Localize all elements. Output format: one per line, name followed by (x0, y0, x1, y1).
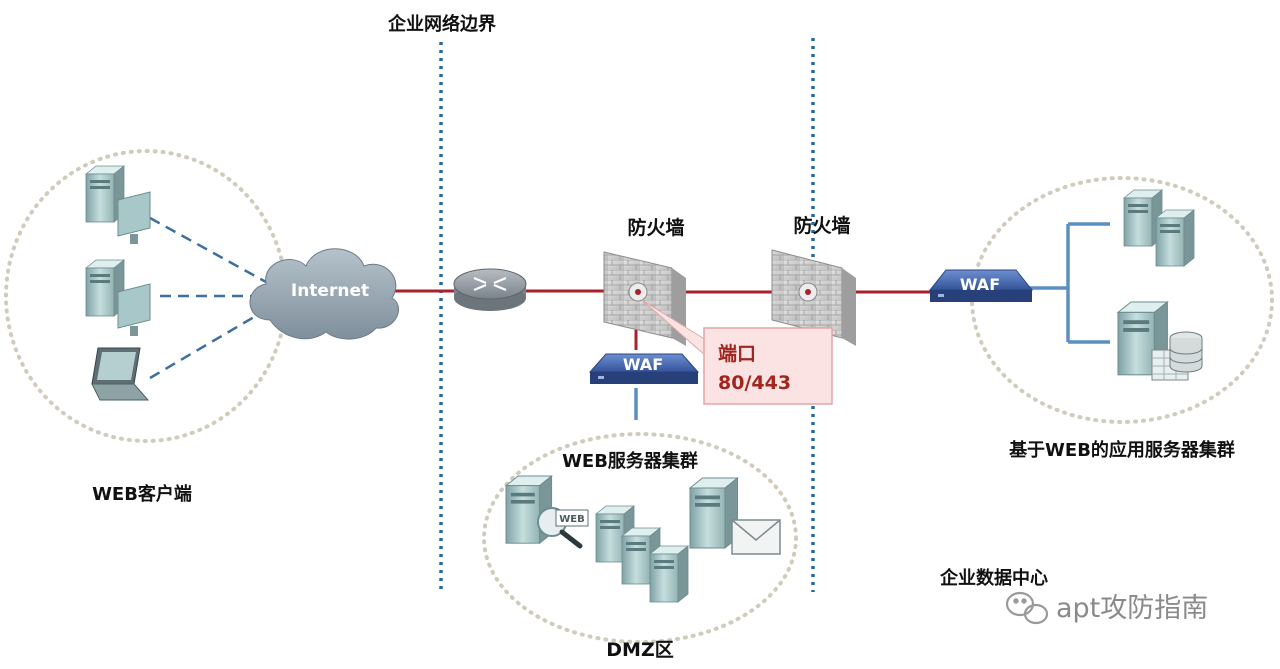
main-links (392, 289, 934, 350)
port-callout-value: 80/443 (718, 372, 791, 394)
app-zone (970, 176, 1274, 424)
mail-server-icon (689, 477, 739, 549)
client-group-label: WEB客户端 (92, 483, 192, 505)
wechat-logo-icon (1005, 591, 1049, 625)
web-badge: WEB (559, 514, 584, 525)
web-cluster-label: WEB服务器集群 (562, 450, 698, 472)
desktop-computer-icon (85, 259, 151, 336)
internet-label: Internet (291, 281, 369, 301)
dmz-zone (482, 432, 798, 644)
app-cluster-label: 基于WEB的应用服务器集群 (1008, 439, 1235, 461)
boundary-label: 企业网络边界 (387, 13, 496, 35)
app-server-icon (1155, 209, 1195, 267)
laptop-icon (91, 347, 150, 401)
watermark-text: apt攻防指南 (1056, 593, 1208, 624)
envelope-icon (731, 519, 781, 555)
internet-cloud-icon (249, 248, 399, 340)
waf-app-label: WAF (960, 275, 1000, 294)
client-links (149, 216, 267, 380)
waf-appliance-icon (928, 269, 1034, 302)
firewall-icon (603, 251, 686, 346)
router-icon (453, 268, 527, 311)
firewall1-label: 防火墙 (627, 216, 684, 239)
firewall-icon (771, 249, 856, 346)
datacenter-label: 企业数据中心 (939, 567, 1048, 589)
web-magnifier-icon (537, 507, 589, 549)
waf-dmz-label: WAF (623, 355, 663, 374)
server-rack-icon (649, 545, 689, 603)
firewall2-label: 防火墙 (793, 214, 850, 237)
blue-links (634, 222, 1110, 420)
database-icon (1151, 331, 1203, 381)
port-callout (641, 299, 833, 405)
waf-appliance-icon (588, 353, 700, 384)
port-callout-title: 端口 (718, 342, 756, 365)
dmz-label: DMZ区 (606, 639, 673, 661)
desktop-computer-icon (85, 165, 151, 244)
